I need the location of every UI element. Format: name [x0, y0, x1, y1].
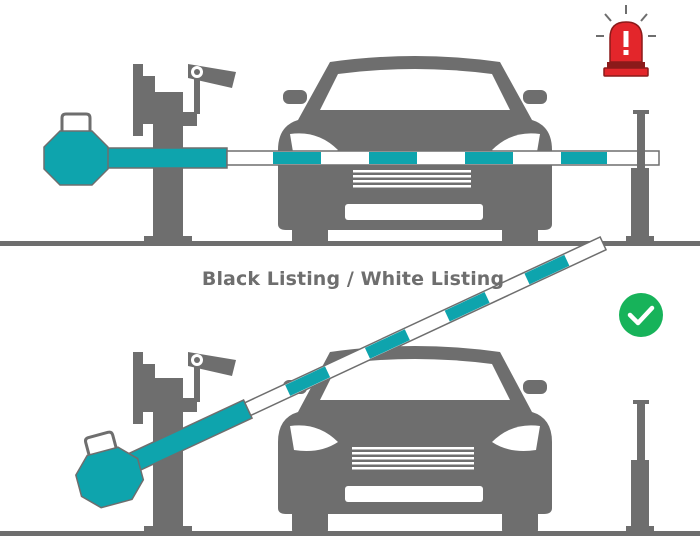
scene-barrier-open	[0, 236, 700, 536]
barrier-rest-post	[626, 400, 654, 532]
scene-barrier-closed	[0, 5, 700, 246]
boom-arm-open	[124, 236, 608, 475]
ground-line	[0, 531, 700, 536]
check-circle-icon	[619, 293, 663, 337]
ground-line	[0, 241, 700, 246]
security-camera-icon	[188, 352, 236, 402]
counterweight	[75, 430, 145, 509]
security-camera-icon	[188, 64, 236, 114]
diagram-caption: Black Listing / White Listing	[201, 268, 505, 290]
car-front	[278, 346, 552, 534]
barrier-rest-post	[626, 110, 654, 242]
alarm-beacon-icon	[596, 5, 656, 77]
counterweight	[43, 112, 109, 186]
boom-arm-closed	[106, 147, 660, 169]
